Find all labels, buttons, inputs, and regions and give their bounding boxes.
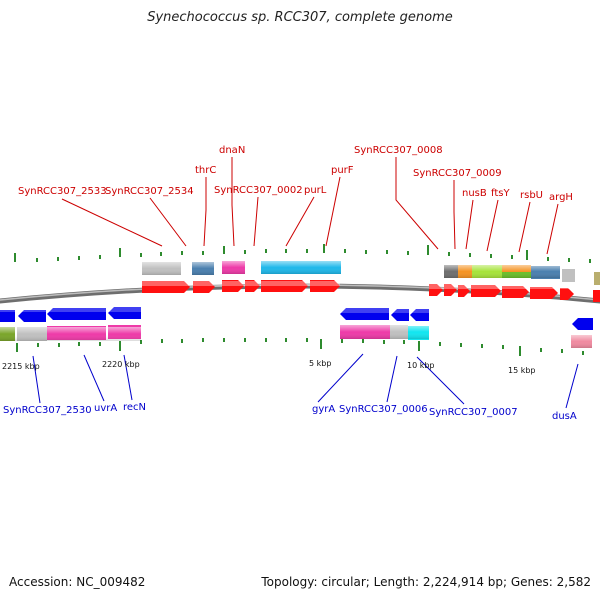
gene-arrow-forward bbox=[444, 284, 457, 296]
gene-arrow-forward bbox=[310, 280, 340, 292]
gene-label: rsbU bbox=[520, 190, 543, 201]
scale-label: 2215 kbp bbox=[2, 362, 40, 371]
map-title: Synechococcus sp. RCC307, complete genom… bbox=[147, 10, 453, 25]
gene-arrow-forward bbox=[502, 286, 529, 298]
gene-label: recN bbox=[123, 402, 146, 413]
scale-label: 2220 kbp bbox=[102, 360, 140, 369]
tick-row-top bbox=[14, 244, 591, 263]
genome-summary-text: Topology: circular; Length: 2,224,914 bp… bbox=[261, 575, 591, 589]
forward-genes bbox=[142, 280, 600, 302]
gene-label: SynRCC307_0006 bbox=[339, 404, 428, 415]
gene-label: SynRCC307_0002 bbox=[214, 185, 303, 196]
gene-label: purF bbox=[331, 165, 354, 176]
gene-label: SynRCC307_2534 bbox=[105, 186, 194, 197]
gene-arrow-forward bbox=[458, 285, 470, 297]
gene-arrow-reverse bbox=[108, 307, 141, 319]
gene-arrow-forward bbox=[530, 287, 558, 299]
gene-arrow-reverse bbox=[410, 309, 429, 321]
gene-label: uvrA bbox=[94, 403, 117, 414]
gene-label: SynRCC307_0008 bbox=[354, 145, 443, 156]
gene-arrow-forward bbox=[261, 280, 308, 292]
feature-strip-bottom bbox=[0, 325, 592, 348]
reverse-genes bbox=[0, 307, 593, 330]
gene-label: SynRCC307_0009 bbox=[413, 168, 502, 179]
gene-arrow-forward bbox=[142, 281, 190, 293]
feature-strip-top bbox=[142, 261, 600, 285]
gene-label: nusB bbox=[462, 188, 487, 199]
gene-label: argH bbox=[549, 192, 573, 203]
gene-label: purL bbox=[304, 185, 327, 196]
gene-label: thrC bbox=[195, 165, 216, 176]
gene-label: dnaN bbox=[219, 145, 245, 156]
scale-label: 15 kbp bbox=[508, 366, 536, 375]
feature-box bbox=[594, 272, 600, 285]
leader-lines-bottom bbox=[32, 353, 579, 409]
gene-label: dusA bbox=[552, 411, 577, 422]
gene-arrow-forward bbox=[429, 284, 443, 296]
leader-lines-top bbox=[61, 157, 559, 255]
gene-arrow-forward bbox=[471, 285, 501, 297]
gene-arrow-forward bbox=[222, 280, 244, 292]
gene-arrow-reverse bbox=[391, 309, 409, 321]
gene-arrow-reverse bbox=[572, 318, 593, 330]
gene-arrow-forward bbox=[560, 288, 574, 300]
gene-label: SynRCC307_0007 bbox=[429, 407, 518, 418]
gene-arrow-forward bbox=[245, 280, 260, 292]
feature-box bbox=[562, 269, 575, 282]
scale-label: 10 kbp bbox=[407, 361, 435, 370]
labels-bottom: SynRCC307_2530 uvrA recN gyrA SynRCC307_… bbox=[3, 402, 577, 422]
gene-label: SynRCC307_2533 bbox=[18, 186, 107, 197]
gene-arrow-forward bbox=[193, 281, 215, 293]
gene-arrow-forward bbox=[593, 290, 600, 302]
gene-label: gyrA bbox=[312, 404, 335, 415]
gene-arrow-reverse bbox=[18, 310, 46, 322]
gene-arrow-reverse bbox=[340, 308, 389, 320]
scale-labels: 2215 kbp 2220 kbp 5 kbp 10 kbp 15 kbp bbox=[2, 359, 536, 375]
gene-arrow-reverse bbox=[0, 310, 15, 322]
accession-text: Accession: NC_009482 bbox=[9, 575, 146, 589]
gene-label: ftsY bbox=[491, 188, 510, 199]
gene-label: SynRCC307_2530 bbox=[3, 405, 92, 416]
scale-label: 5 kbp bbox=[309, 359, 331, 368]
gene-arrow-reverse bbox=[47, 308, 106, 320]
labels-top: SynRCC307_2533 SynRCC307_2534 thrC dnaN … bbox=[18, 145, 573, 203]
